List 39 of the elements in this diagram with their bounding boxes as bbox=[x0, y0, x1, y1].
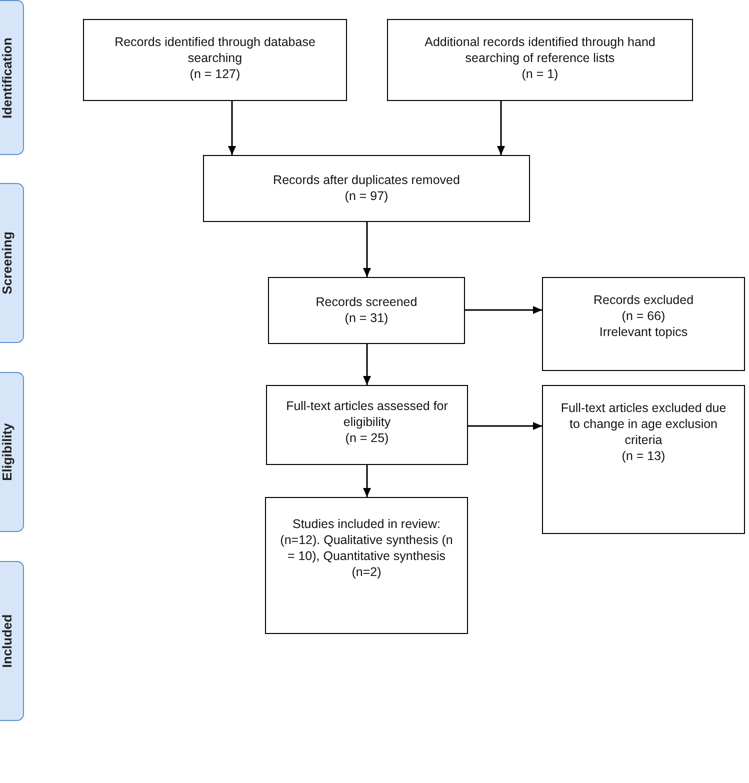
process-box bbox=[266, 385, 468, 465]
process-box bbox=[542, 277, 745, 371]
screening-band bbox=[0, 183, 24, 343]
box-text: Additional records identified through hand searching of reference lists bbox=[424, 34, 656, 66]
stage-label: Eligibility bbox=[0, 423, 14, 481]
process-box bbox=[203, 155, 530, 222]
included-band bbox=[0, 561, 24, 721]
box-text: Records screened bbox=[316, 294, 418, 310]
arrow bbox=[468, 422, 542, 430]
process-box bbox=[387, 19, 693, 101]
box-text: Records after duplicates removed bbox=[273, 172, 460, 188]
box-text: Studies included in review: (n=12). Qualitative synthesis (n = 10), Quantitative synthesis (n=2) bbox=[280, 516, 453, 580]
stage-label: Identification bbox=[0, 37, 14, 118]
box-text: (n = 97) bbox=[344, 188, 388, 204]
process-box bbox=[268, 277, 465, 344]
eligibility-band bbox=[0, 372, 24, 532]
process-box bbox=[542, 385, 745, 534]
arrow bbox=[363, 222, 371, 277]
box-text: (n = 13) bbox=[622, 448, 666, 464]
box-text: Records excluded bbox=[593, 292, 694, 308]
arrow bbox=[228, 101, 236, 155]
box-text: (n = 66) bbox=[622, 308, 666, 324]
arrow bbox=[363, 344, 371, 385]
process-box bbox=[83, 19, 347, 101]
stage-label: Screening bbox=[0, 232, 14, 294]
box-text: Full-text articles assessed for eligibility bbox=[285, 398, 449, 430]
box-text: Full-text articles excluded due to change in age exclusion criteria bbox=[560, 400, 728, 448]
process-box bbox=[265, 497, 468, 634]
stage-label: Included bbox=[0, 614, 14, 668]
arrow bbox=[497, 101, 505, 155]
arrow bbox=[363, 465, 371, 497]
box-text: Irrelevant topics bbox=[599, 324, 688, 340]
identification-band bbox=[0, 0, 24, 155]
box-text: (n = 127) bbox=[190, 66, 240, 82]
box-text: (n = 31) bbox=[344, 310, 388, 326]
box-text: (n = 1) bbox=[522, 66, 558, 82]
box-text: (n = 25) bbox=[345, 430, 389, 446]
box-text: Records identified through database searching bbox=[114, 34, 316, 66]
arrow bbox=[465, 306, 542, 314]
